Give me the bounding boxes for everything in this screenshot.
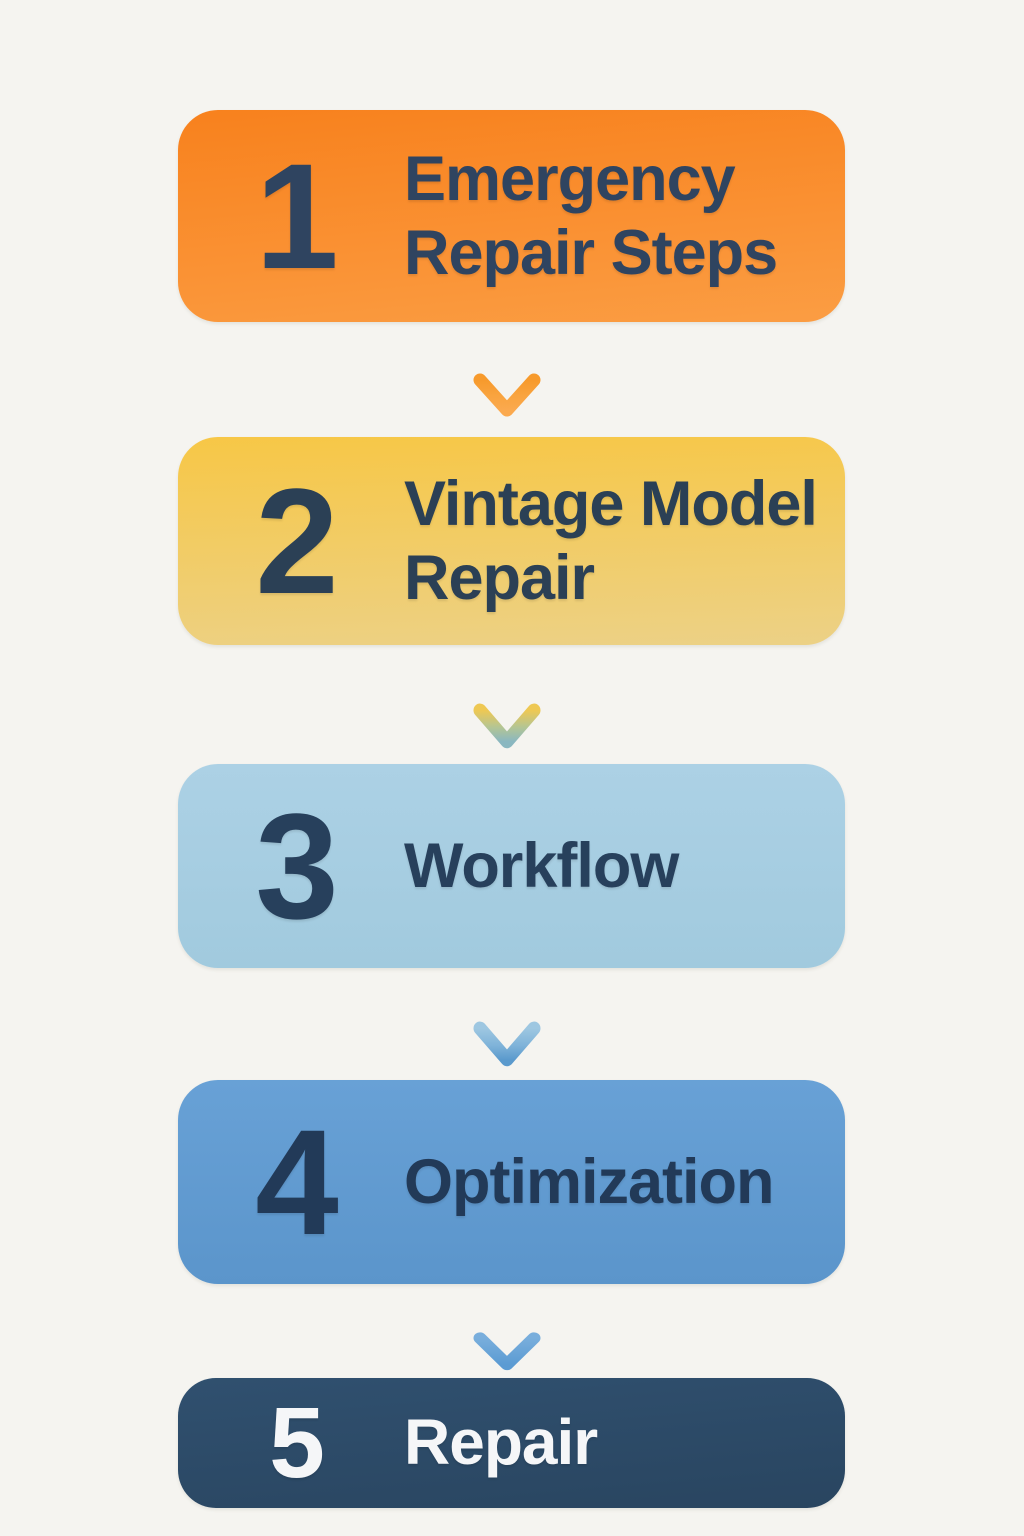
step-box-1: 1 Emergency Repair Steps — [178, 110, 845, 322]
arrow-down-icon — [467, 650, 547, 754]
step-number: 3 — [255, 782, 338, 950]
step-number: 5 — [269, 1387, 325, 1499]
arrow-down-icon — [467, 1287, 547, 1375]
step-title: Optimization — [404, 1146, 774, 1217]
step-box-2: 2 Vintage Model Repair — [178, 437, 845, 645]
arrow-down-icon — [467, 322, 547, 422]
step-box-4: 4 Optimization — [178, 1080, 845, 1284]
step-box-5: 5 Repair — [178, 1378, 845, 1508]
step-number: 2 — [255, 457, 338, 625]
step-title: Repair — [404, 1406, 598, 1479]
step-number: 4 — [255, 1098, 338, 1266]
step-title: Emergency Repair Steps — [404, 143, 778, 288]
arrow-down-icon — [467, 968, 547, 1072]
step-title: Vintage Model Repair — [404, 468, 818, 613]
step-title: Workflow — [404, 830, 679, 901]
step-number: 1 — [255, 132, 338, 300]
step-box-3: 3 Workflow — [178, 764, 845, 968]
